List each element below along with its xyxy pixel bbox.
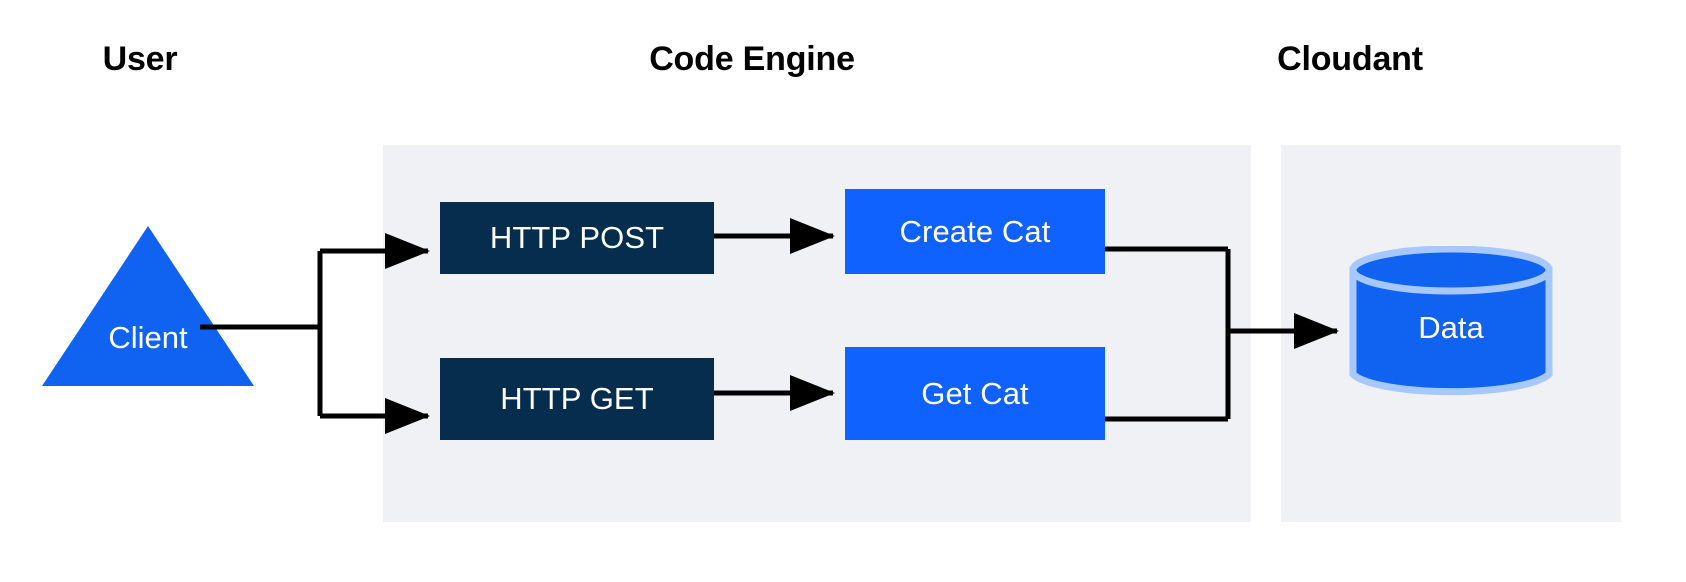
zone-label-user: User	[102, 40, 178, 78]
create-cat-label: Create Cat	[899, 213, 1051, 249]
http-get-label: HTTP GET	[500, 381, 654, 416]
create-cat-box[interactable]: Create Cat	[845, 189, 1105, 274]
database-cylinder-icon	[1349, 245, 1553, 396]
zone-label-code-engine: Code Engine	[649, 40, 855, 78]
database-node[interactable]: Data	[1349, 245, 1553, 398]
http-get-box[interactable]: HTTP GET	[440, 358, 714, 440]
triangle-icon	[42, 226, 254, 386]
zone-label-cloudant: Cloudant	[1277, 40, 1423, 78]
client-node[interactable]: Client	[42, 226, 254, 386]
get-cat-box[interactable]: Get Cat	[845, 347, 1105, 440]
http-post-label: HTTP POST	[489, 220, 665, 255]
get-cat-label: Get Cat	[921, 375, 1029, 411]
http-post-box[interactable]: HTTP POST	[440, 202, 714, 274]
